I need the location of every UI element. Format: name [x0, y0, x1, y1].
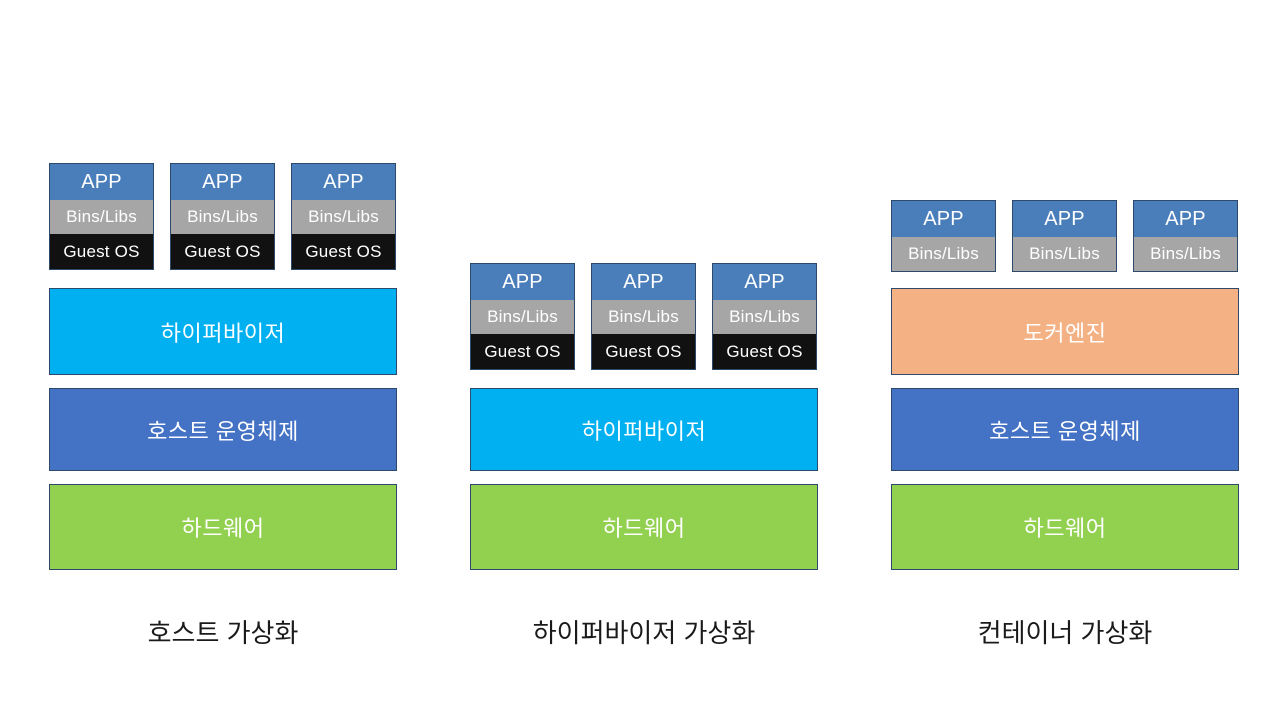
- container-stack: APP Bins/Libs: [891, 200, 996, 272]
- layer-hardware: 하드웨어: [49, 484, 397, 570]
- container-stack: APP Bins/Libs: [1012, 200, 1117, 272]
- vm-stack: APP Bins/Libs Guest OS: [470, 263, 575, 370]
- app-segment: APP: [1013, 201, 1116, 237]
- guest-os-segment: Guest OS: [50, 234, 153, 269]
- layer-hypervisor: 하이퍼바이저: [470, 388, 818, 471]
- bins-libs-segment: Bins/Libs: [292, 200, 395, 234]
- app-segment: APP: [171, 164, 274, 200]
- app-segment: APP: [892, 201, 995, 237]
- layer-host-os: 호스트 운영체제: [891, 388, 1239, 471]
- guest-os-segment: Guest OS: [292, 234, 395, 269]
- vm-stack: APP Bins/Libs Guest OS: [170, 163, 275, 270]
- app-segment: APP: [50, 164, 153, 200]
- bins-libs-segment: Bins/Libs: [713, 300, 816, 334]
- bins-libs-segment: Bins/Libs: [471, 300, 574, 334]
- container-stack: APP Bins/Libs: [1133, 200, 1238, 272]
- guest-os-segment: Guest OS: [592, 334, 695, 369]
- guest-os-segment: Guest OS: [171, 234, 274, 269]
- layer-docker-engine: 도커엔진: [891, 288, 1239, 375]
- vm-stack: APP Bins/Libs Guest OS: [591, 263, 696, 370]
- vm-stack-row: APP Bins/Libs Guest OS APP Bins/Libs Gue…: [470, 263, 817, 370]
- app-segment: APP: [471, 264, 574, 300]
- app-segment: APP: [1134, 201, 1237, 237]
- layer-hardware: 하드웨어: [891, 484, 1239, 570]
- bins-libs-segment: Bins/Libs: [1013, 237, 1116, 271]
- app-segment: APP: [592, 264, 695, 300]
- layer-hypervisor: 하이퍼바이저: [49, 288, 397, 375]
- bins-libs-segment: Bins/Libs: [1134, 237, 1237, 271]
- bins-libs-segment: Bins/Libs: [171, 200, 274, 234]
- app-segment: APP: [292, 164, 395, 200]
- column-caption: 하이퍼바이저 가상화: [532, 618, 756, 648]
- guest-os-segment: Guest OS: [713, 334, 816, 369]
- column-caption: 컨테이너 가상화: [977, 618, 1153, 648]
- layer-host-os: 호스트 운영체제: [49, 388, 397, 471]
- vm-stack: APP Bins/Libs Guest OS: [49, 163, 154, 270]
- layer-hardware: 하드웨어: [470, 484, 818, 570]
- column-caption: 호스트 가상화: [147, 618, 299, 648]
- vm-stack-row: APP Bins/Libs Guest OS APP Bins/Libs Gue…: [49, 163, 396, 270]
- bins-libs-segment: Bins/Libs: [50, 200, 153, 234]
- container-stack-row: APP Bins/Libs APP Bins/Libs APP Bins/Lib…: [891, 200, 1238, 272]
- bins-libs-segment: Bins/Libs: [892, 237, 995, 271]
- bins-libs-segment: Bins/Libs: [592, 300, 695, 334]
- app-segment: APP: [713, 264, 816, 300]
- guest-os-segment: Guest OS: [471, 334, 574, 369]
- vm-stack: APP Bins/Libs Guest OS: [291, 163, 396, 270]
- vm-stack: APP Bins/Libs Guest OS: [712, 263, 817, 370]
